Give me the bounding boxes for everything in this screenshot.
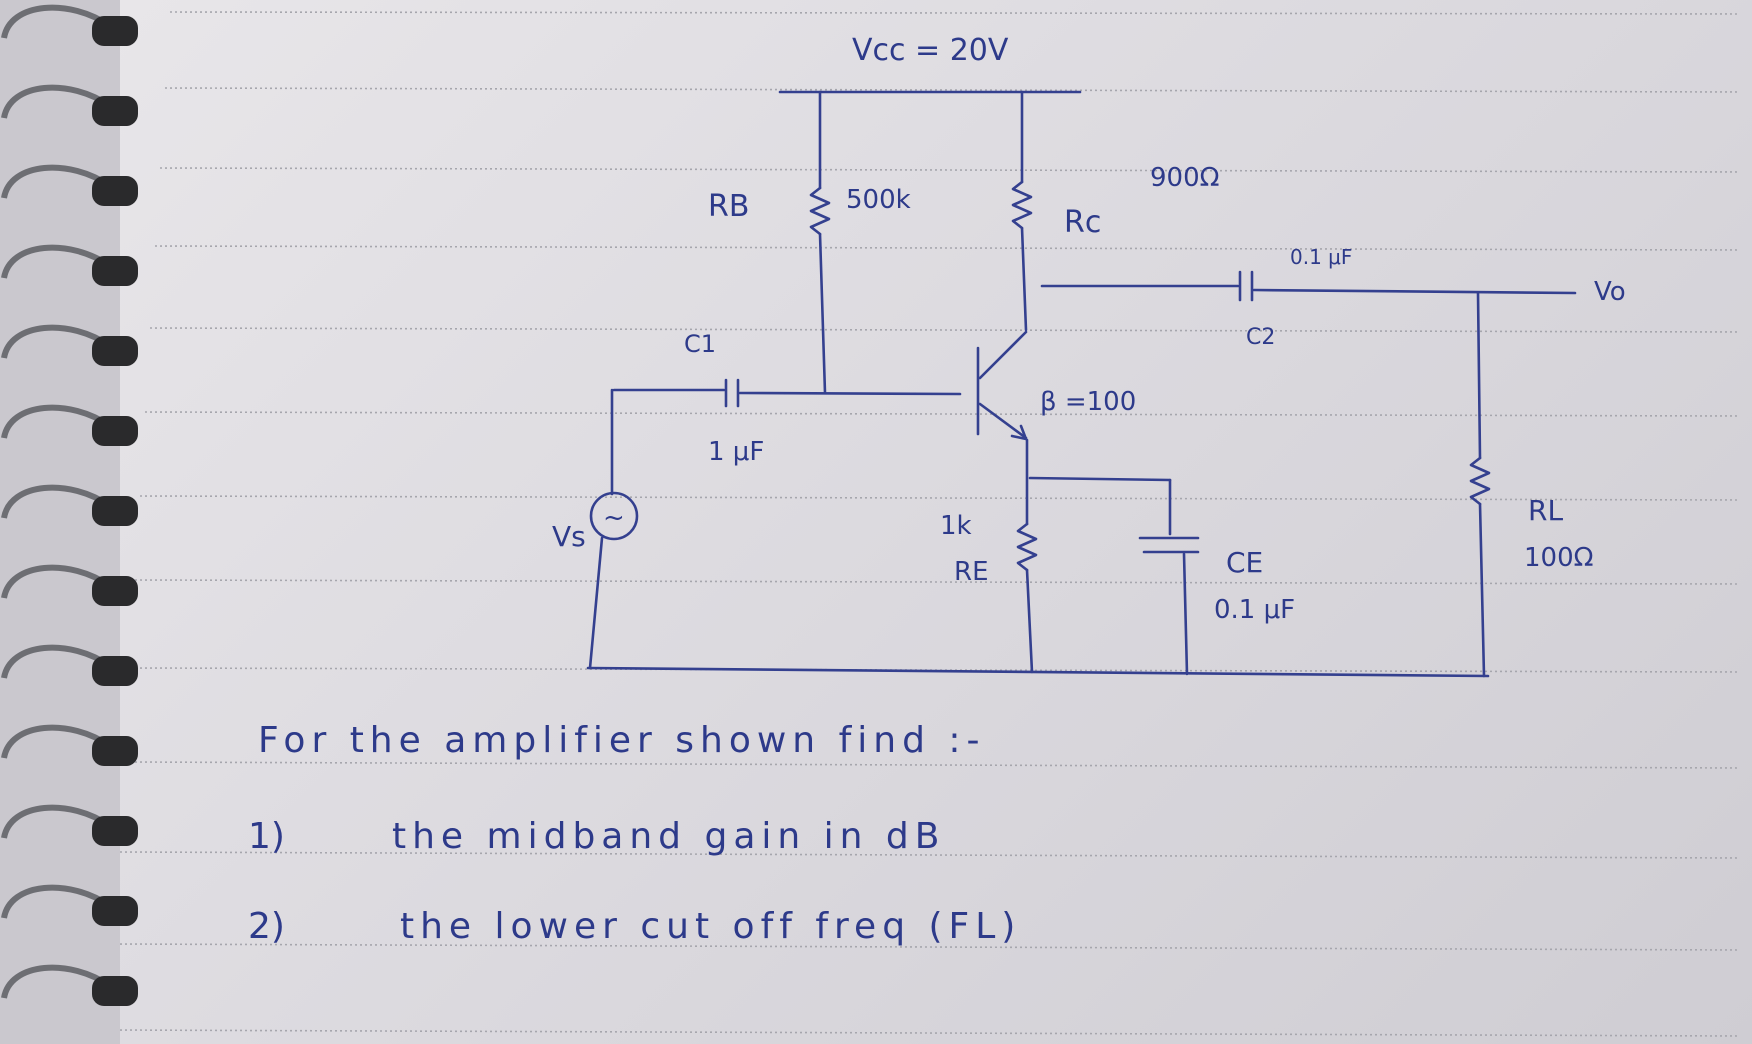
transistor-emitter <box>978 402 1028 440</box>
binding-hole <box>92 336 138 366</box>
question-item-2-text: the lower cut off freq (FL) <box>400 906 1021 947</box>
rl-name-label: RL <box>1528 494 1563 527</box>
emitter-arrow <box>1010 424 1028 441</box>
spiral-ring <box>1 964 112 999</box>
ac-source-circle <box>589 491 639 541</box>
ce-wire-bottom <box>1182 552 1189 676</box>
question-intro: For the amplifier shown find :- <box>258 720 985 761</box>
ground-rail <box>586 666 1490 678</box>
rb-wire-bottom <box>818 232 827 395</box>
rc-name-label: Rc <box>1064 205 1101 240</box>
source-wire-bottom <box>588 536 604 670</box>
output-label: Vo <box>1594 277 1626 307</box>
c2-name-label: C2 <box>1246 325 1275 350</box>
spiral-ring <box>1 484 112 519</box>
source-label: Vs <box>552 520 586 553</box>
transistor-collector <box>978 330 1028 380</box>
question-item-2-number: 2) <box>248 906 285 947</box>
vcc-label: Vcc = 20V <box>852 33 1009 68</box>
binding-hole <box>92 96 138 126</box>
re-name-label: RE <box>954 557 989 587</box>
circuit-labels: Vcc = 20V RB 500k Rc 900Ω 0.1 μF C2 Vo C… <box>552 33 1626 625</box>
rb-value-label: 500k <box>846 185 911 215</box>
c2-value-label: 0.1 μF <box>1290 245 1352 269</box>
binding-hole <box>92 576 138 606</box>
spiral-ring <box>1 564 112 599</box>
base-wire <box>738 391 962 396</box>
question-item-1-number: 1) <box>248 816 285 857</box>
binding-hole <box>92 976 138 1006</box>
binding-hole <box>92 416 138 446</box>
spiral-ring <box>1 404 112 439</box>
rl-wire-bottom <box>1478 502 1486 678</box>
rc-value-label: 900Ω <box>1150 163 1220 193</box>
spiral-ring <box>1 4 112 39</box>
re-resistor <box>1016 522 1038 572</box>
c1-name-label: C1 <box>684 330 716 358</box>
rb-resistor <box>809 186 831 236</box>
ce-value-label: 0.1 μF <box>1214 595 1295 625</box>
spiral-ring <box>1 324 112 359</box>
rl-value-label: 100Ω <box>1524 543 1594 573</box>
binding-hole <box>92 176 138 206</box>
spiral-ring <box>1 644 112 679</box>
binding-hole <box>92 496 138 526</box>
binding-hole <box>92 896 138 926</box>
ce-name-label: CE <box>1226 546 1263 579</box>
ce-branch-wire <box>1028 476 1172 482</box>
binding-hole <box>92 16 138 46</box>
rc-wire-bottom <box>1020 226 1028 332</box>
c1-value-label: 1 μF <box>708 437 764 467</box>
rb-name-label: RB <box>708 189 749 224</box>
output-wire <box>1252 288 1577 295</box>
re-value-label: 1k <box>940 511 972 541</box>
question-item-1-text: the midband gain in dB <box>392 816 945 857</box>
spiral-ring <box>1 84 112 119</box>
spiral-ring <box>1 804 112 839</box>
spiral-ring <box>1 724 112 759</box>
rl-wire-top <box>1476 291 1482 460</box>
ac-source-symbol: ~ <box>603 503 625 533</box>
binding-hole <box>92 256 138 286</box>
question-text: For the amplifier shown find :- 1) the m… <box>248 720 1021 947</box>
spiral-ring <box>1 884 112 919</box>
spiral-ring <box>1 244 112 279</box>
circuit-schematic <box>586 90 1577 678</box>
spiral-ring <box>1 164 112 199</box>
spiral-binding <box>0 0 138 1044</box>
binding-hole <box>92 656 138 686</box>
rl-resistor <box>1469 456 1491 506</box>
binding-hole <box>92 816 138 846</box>
binding-hole <box>92 736 138 766</box>
ruled-lines <box>109 11 1741 1037</box>
re-wire-bottom <box>1025 568 1034 674</box>
beta-label: β =100 <box>1040 387 1136 417</box>
rc-resistor <box>1011 180 1033 230</box>
